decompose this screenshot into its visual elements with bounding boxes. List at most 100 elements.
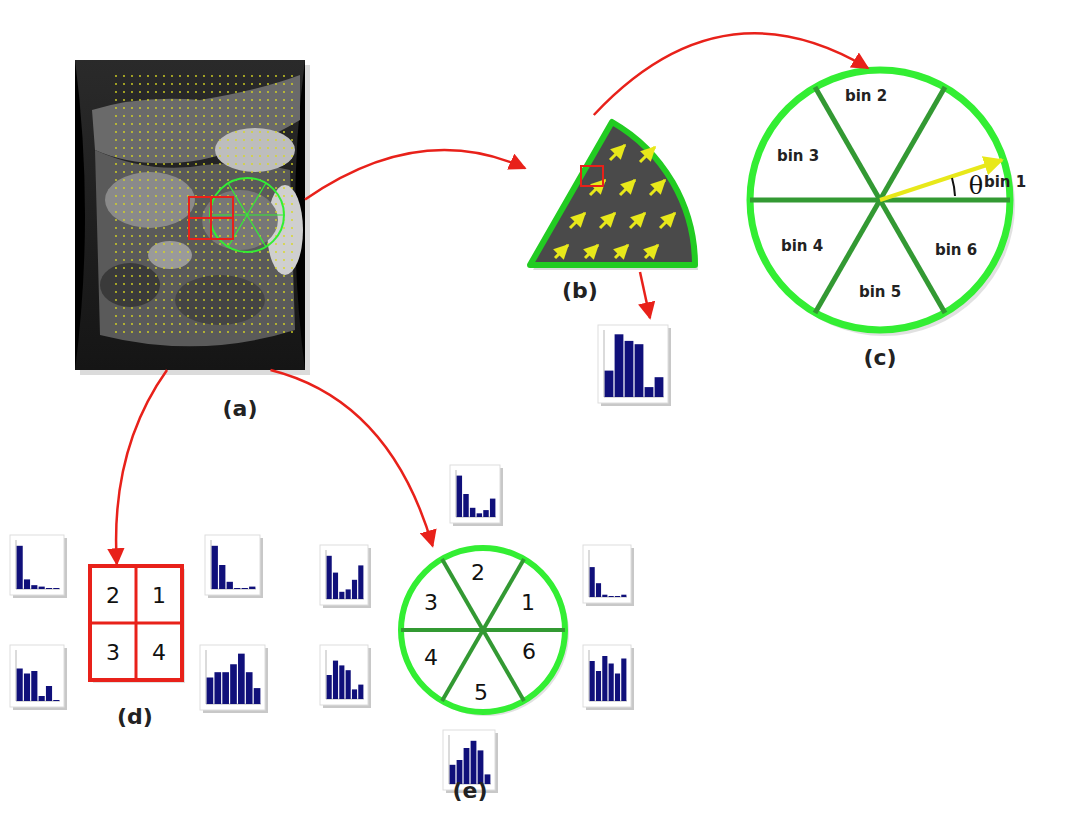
histogram	[205, 535, 263, 598]
histogram-bar	[214, 672, 221, 704]
axis	[589, 650, 627, 701]
axis	[456, 470, 496, 517]
histogram-bar	[602, 656, 607, 701]
sector-cell: bin 2	[843, 86, 889, 106]
cell-number: 6	[522, 639, 536, 664]
sector-cell: 6	[520, 638, 538, 665]
histogram-bar	[483, 510, 488, 517]
histogram-bar	[234, 588, 240, 589]
card	[583, 645, 631, 707]
histogram	[320, 545, 371, 608]
card	[598, 325, 668, 403]
panel-label: (a)	[223, 396, 258, 421]
histogram-bar	[242, 588, 248, 589]
card	[320, 545, 368, 605]
figure-panel: (d)2134	[88, 564, 184, 682]
card	[200, 645, 265, 710]
histogram-bar	[621, 659, 626, 702]
histogram-bar	[655, 377, 664, 397]
cell-number: 3	[106, 640, 120, 665]
panel-label: (e)	[452, 778, 487, 803]
histogram-bar	[24, 674, 30, 702]
histogram-bar	[477, 513, 482, 517]
histogram	[320, 645, 371, 708]
sector-cell: bin 3	[775, 146, 821, 166]
angle-label: θ	[969, 172, 983, 200]
histogram-bar	[219, 565, 225, 589]
histogram-bar	[590, 567, 595, 597]
sector-cell: bin 5	[857, 282, 903, 302]
histogram-bar	[457, 476, 462, 517]
sector-cell: 2	[104, 582, 122, 609]
axis	[449, 735, 491, 784]
axis	[326, 550, 364, 599]
histogram-bar	[230, 664, 237, 704]
histogram-bar	[470, 508, 475, 517]
cell-number: 1	[152, 583, 166, 608]
bin-label: bin 2	[845, 87, 887, 105]
histogram	[583, 645, 634, 710]
card	[320, 645, 368, 705]
histogram-bar	[615, 596, 620, 597]
histogram-bar	[596, 583, 601, 597]
card	[450, 465, 500, 523]
histogram-bar	[333, 661, 338, 699]
axis	[16, 650, 60, 701]
histogram-bar	[17, 546, 23, 589]
histogram-bar	[635, 344, 644, 397]
histogram-bar	[327, 675, 332, 699]
histogram	[450, 465, 503, 526]
histogram-bar	[490, 499, 495, 517]
histogram-bar	[605, 371, 614, 397]
histogram-bar	[358, 685, 363, 699]
mri-image	[75, 60, 310, 375]
card	[583, 545, 631, 603]
histogram	[10, 535, 67, 598]
histogram-bar	[609, 596, 614, 597]
histogram-bar	[352, 580, 357, 599]
histogram-bar	[254, 688, 261, 704]
histogram-bar	[463, 494, 468, 517]
histogram-bar	[46, 686, 52, 701]
sector-cell: 3	[104, 639, 122, 666]
histogram-bar	[327, 556, 332, 599]
histogram	[583, 545, 634, 606]
sector-cell: 1	[519, 589, 537, 616]
bin-label: bin 1	[984, 173, 1026, 191]
histogram-bar	[227, 582, 233, 589]
histogram-bar	[249, 587, 255, 589]
sector-cell: 3	[422, 589, 440, 616]
cell-number: 1	[521, 590, 535, 615]
figure-panel: (b)	[525, 115, 697, 267]
histogram-bar	[625, 341, 634, 397]
histogram-bar	[590, 661, 595, 701]
histogram	[10, 645, 67, 710]
panel-label: (c)	[863, 345, 896, 370]
sector-cell: 4	[422, 644, 440, 671]
histogram-bar	[645, 387, 654, 397]
sector-cell: 4	[150, 639, 168, 666]
histogram	[598, 325, 671, 406]
bin-label: bin 3	[777, 147, 819, 165]
histogram-bar	[222, 672, 229, 704]
histogram-bar	[602, 595, 607, 597]
histogram-bar	[333, 573, 338, 599]
axis	[589, 550, 627, 597]
orientation-circle	[750, 70, 1015, 336]
histogram	[200, 645, 268, 713]
axis	[206, 650, 261, 704]
cell-number: 2	[471, 560, 485, 585]
bin-label: bin 6	[935, 241, 977, 259]
histogram-bar	[207, 678, 214, 705]
cell-number: 2	[106, 583, 120, 608]
histogram-bar	[39, 696, 45, 701]
histogram-bar	[346, 589, 351, 599]
cell-number: 5	[474, 680, 488, 705]
histogram-bar	[621, 595, 626, 597]
histogram-bar	[212, 546, 218, 589]
histogram-bar	[358, 565, 363, 599]
red-arrow	[305, 150, 525, 199]
panel-label: (b)	[562, 278, 598, 303]
